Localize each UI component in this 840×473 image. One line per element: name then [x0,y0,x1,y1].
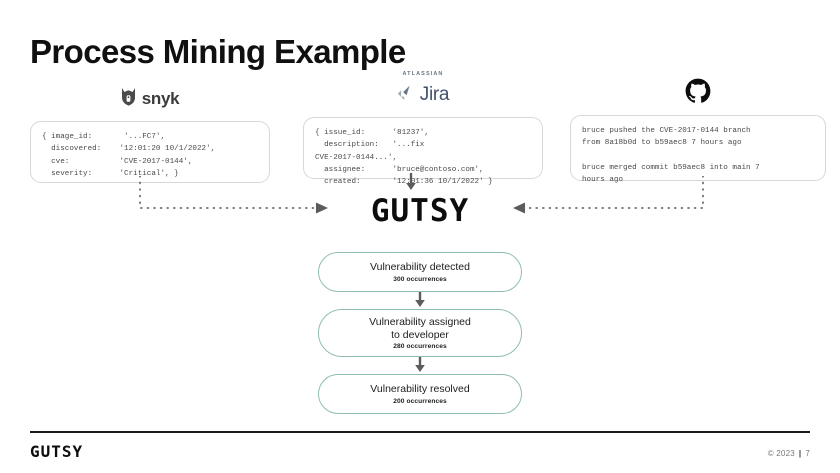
github-brand [570,78,826,108]
jira-wordmark: Jira [419,84,450,105]
page-title: Process Mining Example [30,33,406,70]
flow-node-vulnerability-detected[interactable]: Vulnerability detected 300 occurrences [318,252,522,292]
snyk-hound-icon [121,87,136,111]
flow-arrow-2 [318,357,522,374]
connector-github-to-gutsy [500,175,705,223]
flow-node-count: 300 occurrences [393,275,447,283]
flow-node-count: 280 occurrences [393,343,447,351]
snyk-event-card: { image_id: '...FC7', discovered: '12:01… [30,121,270,183]
jira-brand: ATLASSIAN Jira [303,71,543,110]
flow-node-label: Vulnerability resolved [370,383,470,396]
flow-node-count: 200 occurrences [393,397,447,405]
source-column-snyk: snyk { image_id: '...FC7', discovered: '… [30,84,270,183]
footer-logo-text: GUTSY [30,442,84,461]
source-column-github: bruce pushed the CVE-2017-0144 branch fr… [570,78,826,184]
flow-arrow-1 [318,292,522,309]
footer-divider [30,431,810,433]
snyk-wordmark: snyk [141,89,180,108]
github-octocat-icon [685,78,711,109]
flow-node-label: Vulnerability detected [369,261,470,274]
gutsy-center-logo: GUTSY [0,193,840,229]
footer-meta: © 2023 | 7 [768,449,810,458]
gutsy-logo-text: GUTSY [370,193,470,229]
jira-arrow-icon [397,84,414,106]
github-event-card: bruce pushed the CVE-2017-0144 branch fr… [570,115,826,184]
page-number: 7 [805,449,810,458]
flow-node-label: Vulnerability assigned to developer [369,315,471,341]
connector-jira-to-gutsy [404,173,418,198]
flow-node-vulnerability-resolved[interactable]: Vulnerability resolved 200 occurrences [318,374,522,414]
footer-logo: GUTSY [30,442,83,462]
copyright-text: © 2023 [767,449,795,458]
snyk-brand: snyk [30,84,270,114]
flow-node-vulnerability-assigned[interactable]: Vulnerability assigned to developer 280 … [318,309,522,357]
process-flow: Vulnerability detected 300 occurrences V… [318,252,522,414]
jira-event-card: { issue_id: '81237', description: '...fi… [303,117,543,186]
atlassian-label: ATLASSIAN [402,71,444,77]
connector-snyk-to-gutsy [138,175,338,223]
source-column-jira: ATLASSIAN Jira { issue_id: '81237', desc… [303,71,543,186]
footer-separator: | [798,449,802,458]
